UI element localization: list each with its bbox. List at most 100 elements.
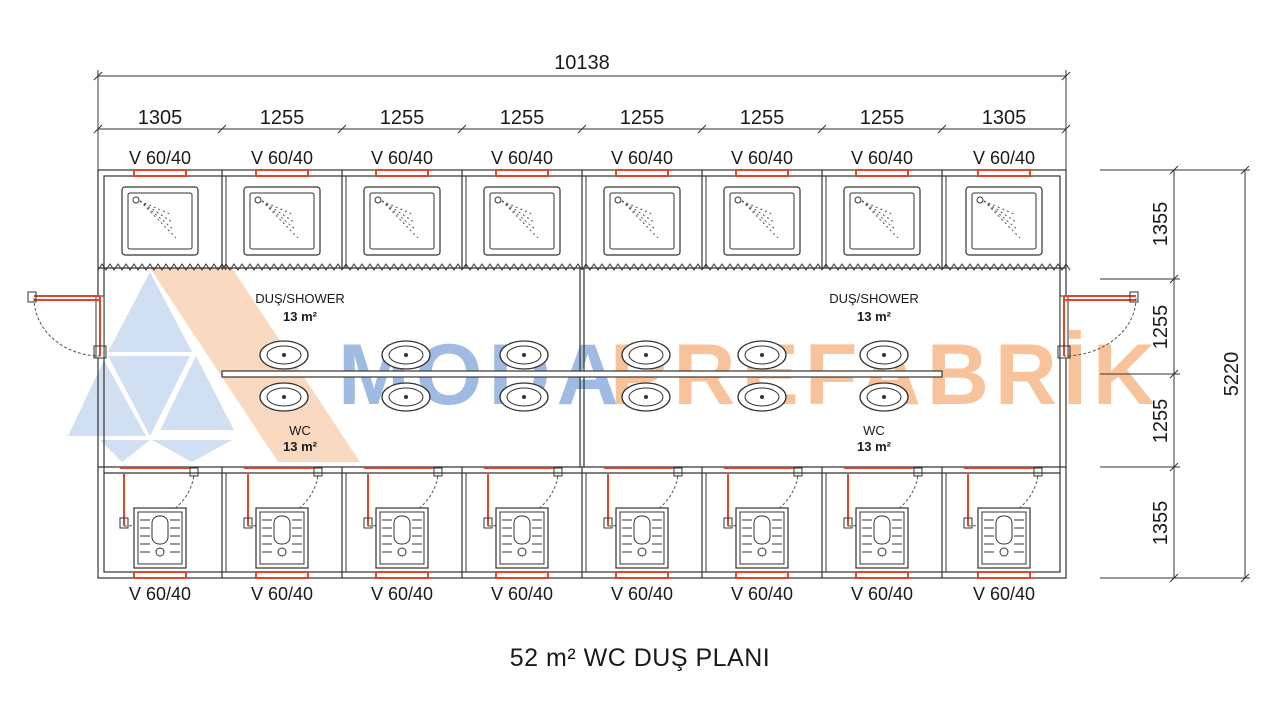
shower-head-icon	[132, 196, 140, 204]
toilet-drain	[155, 547, 165, 557]
shower-head-icon	[854, 196, 862, 204]
sink-drain	[644, 353, 648, 357]
shower-spray	[861, 200, 895, 223]
toilet-drain	[877, 547, 887, 557]
squat-toilet	[495, 507, 549, 569]
shower-tray	[483, 186, 561, 256]
shower-tray	[965, 186, 1043, 256]
wc-door-stop	[433, 467, 443, 477]
shower-head-icon	[734, 196, 742, 204]
shower-tray	[723, 186, 801, 256]
sink	[737, 340, 787, 370]
watermark-logo-triangle	[108, 356, 190, 436]
window-label-bottom: V 60/40	[973, 584, 1035, 604]
sink-bowl	[266, 387, 302, 407]
sink-bowl	[866, 345, 902, 365]
sink-bowl	[628, 345, 664, 365]
window-label-top: V 60/40	[251, 148, 313, 168]
squat-toilet-inner	[137, 511, 183, 565]
watermark-logo-triangle	[108, 272, 192, 352]
shower-head-icon	[254, 196, 262, 204]
window-bottom	[735, 571, 789, 579]
squat-toilet-pan	[753, 515, 771, 545]
shower-curtain	[581, 263, 703, 271]
squat-toilet-pan	[393, 515, 411, 545]
sink-drain	[760, 353, 764, 357]
sink-bowl	[744, 387, 780, 407]
window-label-top: V 60/40	[851, 148, 913, 168]
sink	[259, 340, 309, 370]
squat-toilet	[615, 507, 669, 569]
wc-door-hinge	[119, 517, 129, 529]
dim-tick	[1169, 274, 1179, 284]
dim-tick	[577, 124, 587, 134]
squat-toilet-pan	[995, 515, 1013, 545]
wc-door-hinge	[723, 517, 733, 529]
wc-door-stop	[913, 467, 923, 477]
window-label-top: V 60/40	[491, 148, 553, 168]
wc-door-hinge	[603, 517, 613, 529]
shower-tray-inner	[971, 192, 1037, 250]
dim-tick	[697, 124, 707, 134]
window-label-bottom: V 60/40	[251, 584, 313, 604]
shower-spray	[139, 200, 171, 215]
wc-door-stop	[673, 467, 683, 477]
room-area-left-shower: 13 m²	[283, 309, 318, 324]
shower-spray	[261, 200, 299, 239]
dim-tick	[1061, 124, 1071, 134]
wc-door-hinge	[963, 517, 973, 529]
sink	[381, 382, 431, 412]
shower-tray	[843, 186, 921, 256]
sink-bowl	[388, 387, 424, 407]
shower-spray	[139, 200, 177, 239]
watermark-logo-triangle	[152, 440, 232, 462]
dim-tick	[817, 124, 827, 134]
window-bottom	[977, 571, 1031, 579]
watermark-logo-triangles	[68, 272, 234, 462]
dim-tick	[1169, 165, 1179, 175]
bay-width-label: 1255	[620, 107, 665, 129]
room-name-left-wc: WC	[289, 423, 311, 438]
wc-door-hinge	[483, 517, 493, 529]
toilet-drain	[397, 547, 407, 557]
wc-door-stop	[1033, 467, 1043, 477]
toilet-drain	[277, 547, 287, 557]
bays	[97, 169, 1071, 579]
shower-curtain	[97, 263, 227, 271]
room-name-right-shower: DUŞ/SHOWER	[829, 291, 919, 306]
squat-toilet	[133, 507, 187, 569]
watermark-logo-triangle	[160, 356, 234, 430]
bay-width-label: 1255	[260, 107, 305, 129]
entrance-door-left[interactable]	[27, 291, 107, 359]
wc-door-hinge	[843, 517, 853, 529]
sink	[499, 382, 549, 412]
sinks	[259, 340, 909, 412]
right-dim-4: 1355	[1150, 501, 1172, 546]
window-label-bottom: V 60/40	[731, 584, 793, 604]
room-area-right-wc: 13 m²	[857, 439, 892, 454]
shower-curtain	[461, 263, 583, 271]
squat-toilet-pan	[273, 515, 291, 545]
bay-width-label: 1255	[380, 107, 425, 129]
bay	[221, 169, 343, 579]
sink-drain	[404, 395, 408, 399]
right-dim-2: 1255	[1150, 305, 1172, 350]
window-top	[133, 169, 187, 177]
bay-width-label: 1255	[860, 107, 905, 129]
shower-spray	[621, 200, 653, 215]
entrance-door-right[interactable]	[1057, 291, 1139, 359]
dim-tick	[1240, 573, 1250, 583]
toilet-drain	[517, 547, 527, 557]
dim-tick	[457, 124, 467, 134]
sink	[859, 382, 909, 412]
room-name-left-shower: DUŞ/SHOWER	[255, 291, 345, 306]
bay	[97, 169, 227, 579]
room-area-right-shower: 13 m²	[857, 309, 892, 324]
watermark: MODA PREFABRİK	[68, 268, 1155, 462]
dim-tick	[1169, 573, 1179, 583]
dimension-lines	[97, 70, 1250, 579]
bay-width-label: 1305	[138, 107, 183, 129]
